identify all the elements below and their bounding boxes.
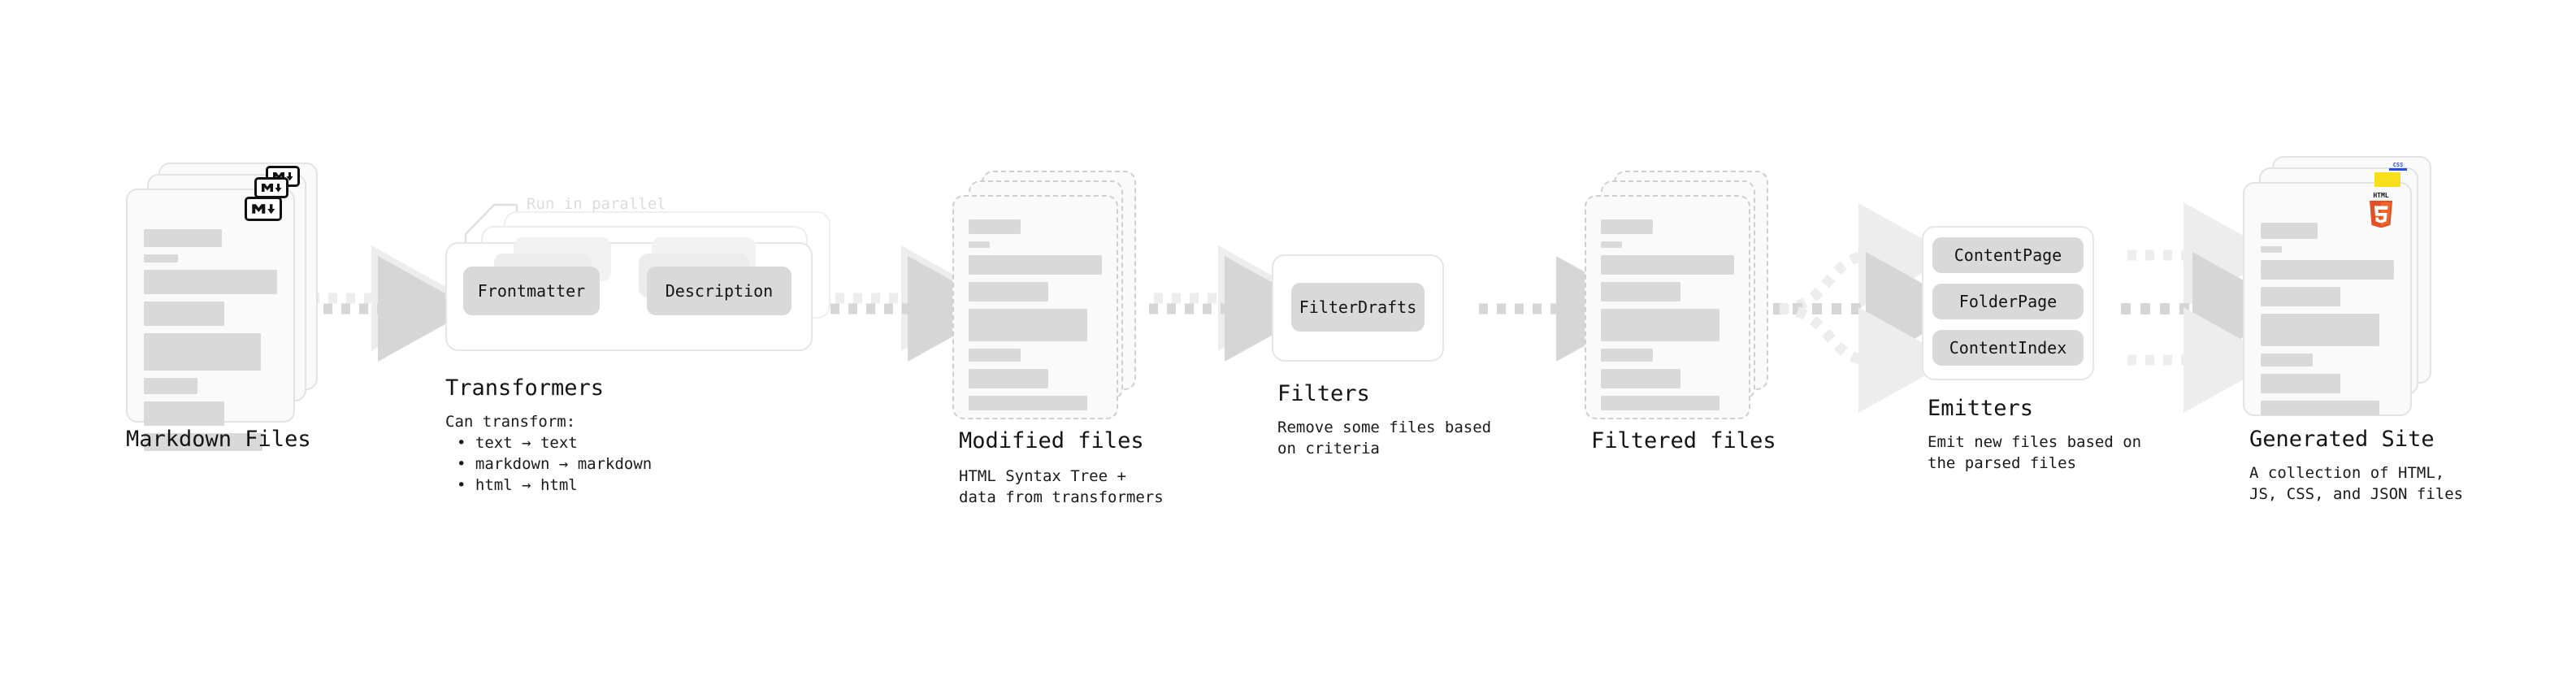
label-modified-files: Modified files <box>959 428 1144 453</box>
content-bar <box>2261 314 2379 346</box>
content-bar <box>2261 354 2313 367</box>
label-emitters: Emitters <box>1928 396 2034 421</box>
content-bar <box>2261 246 2282 253</box>
content-bar <box>144 301 224 326</box>
desc-transformers-item-0: • text → text <box>457 434 578 452</box>
label-markdown-files: Markdown Files <box>126 427 311 452</box>
html5-glyph: HTML <box>2370 192 2392 228</box>
chip-frontmatter[interactable]: Frontmatter <box>463 267 600 315</box>
desc-site-line1: A collection of HTML, <box>2249 464 2445 482</box>
content-bar <box>1601 241 1622 248</box>
css-badge: CSS <box>2388 160 2409 181</box>
desc-modified-line2: data from transformers <box>959 488 1164 506</box>
content-bar <box>969 219 1021 234</box>
markdown-card-content <box>144 229 311 458</box>
content-bar <box>144 378 197 394</box>
content-bar <box>1601 255 1734 275</box>
chip-contentpage[interactable]: ContentPage <box>1932 237 2084 273</box>
arrow-filtered-to-emitters <box>1773 203 1968 413</box>
site-card-content <box>2261 223 2444 423</box>
content-bar <box>1601 219 1653 234</box>
content-bar <box>2261 260 2394 280</box>
content-bar <box>969 282 1048 301</box>
content-bar <box>2261 223 2318 239</box>
content-bar <box>2261 401 2379 415</box>
css-glyph: CSS <box>2389 162 2407 171</box>
content-bar <box>969 349 1021 362</box>
content-bar <box>144 270 277 294</box>
html5-badge: HTML <box>2365 190 2394 228</box>
filtered-card-content <box>1601 219 1770 418</box>
content-bar <box>2261 287 2340 306</box>
content-bar <box>144 401 224 426</box>
content-bar <box>2261 374 2340 393</box>
modified-card-content <box>969 219 1138 418</box>
desc-emitters-line2: the parsed files <box>1928 454 2077 472</box>
content-bar <box>144 333 261 371</box>
markdown-badge-back-1 <box>254 177 288 198</box>
chip-description[interactable]: Description <box>647 267 791 315</box>
desc-filters-line2: on criteria <box>1277 440 1380 458</box>
stage-markdown-files[interactable] <box>126 163 329 451</box>
chip-contentindex[interactable]: ContentIndex <box>1932 330 2084 366</box>
desc-modified-line1: HTML Syntax Tree + <box>959 467 1126 485</box>
desc-site-line2: JS, CSS, and JSON files <box>2249 485 2464 503</box>
arrow-emitters-to-site <box>2121 202 2295 413</box>
markdown-badge <box>245 197 282 221</box>
content-bar <box>969 309 1087 341</box>
content-bar <box>969 255 1102 275</box>
content-bar <box>144 229 222 247</box>
stage-modified-files[interactable] <box>952 171 1156 431</box>
content-bar <box>969 396 1087 410</box>
stage-filtered-files[interactable] <box>1585 171 1788 431</box>
content-bar <box>969 241 990 248</box>
label-filters: Filters <box>1277 381 1370 406</box>
svg-text:CSS: CSS <box>2393 162 2404 168</box>
stage-generated-site[interactable]: CSS HTML <box>2243 156 2462 432</box>
arrow-transformers-to-modified <box>830 245 1003 362</box>
content-bar <box>1601 309 1720 341</box>
svg-text:HTML: HTML <box>2373 192 2388 199</box>
markdown-glyph <box>252 204 275 215</box>
label-transformers: Transformers <box>445 375 605 401</box>
content-bar <box>144 254 178 262</box>
content-bar <box>1601 349 1653 362</box>
markdown-glyph <box>262 184 282 193</box>
arrow-modified-to-filters <box>1149 245 1320 362</box>
desc-filters-line1: Remove some files based <box>1277 419 1492 436</box>
chip-folderpage[interactable]: FolderPage <box>1932 284 2084 319</box>
js-badge <box>2374 172 2400 187</box>
chip-filterdrafts[interactable]: FilterDrafts <box>1291 283 1425 332</box>
desc-transformers-heading: Can transform: <box>445 413 576 431</box>
desc-transformers-item-2: • html → html <box>457 476 578 494</box>
content-bar <box>144 433 262 451</box>
desc-emitters-line1: Emit new files based on <box>1928 433 2142 451</box>
label-generated-site: Generated Site <box>2249 427 2435 452</box>
desc-transformers-item-1: • markdown → markdown <box>457 455 653 473</box>
content-bar <box>1601 282 1680 301</box>
label-filtered-files: Filtered files <box>1591 428 1776 453</box>
annotation-run-in-parallel: Run in parallel <box>527 195 666 213</box>
content-bar <box>1601 396 1720 410</box>
content-bar <box>969 369 1048 388</box>
content-bar <box>1601 369 1680 388</box>
